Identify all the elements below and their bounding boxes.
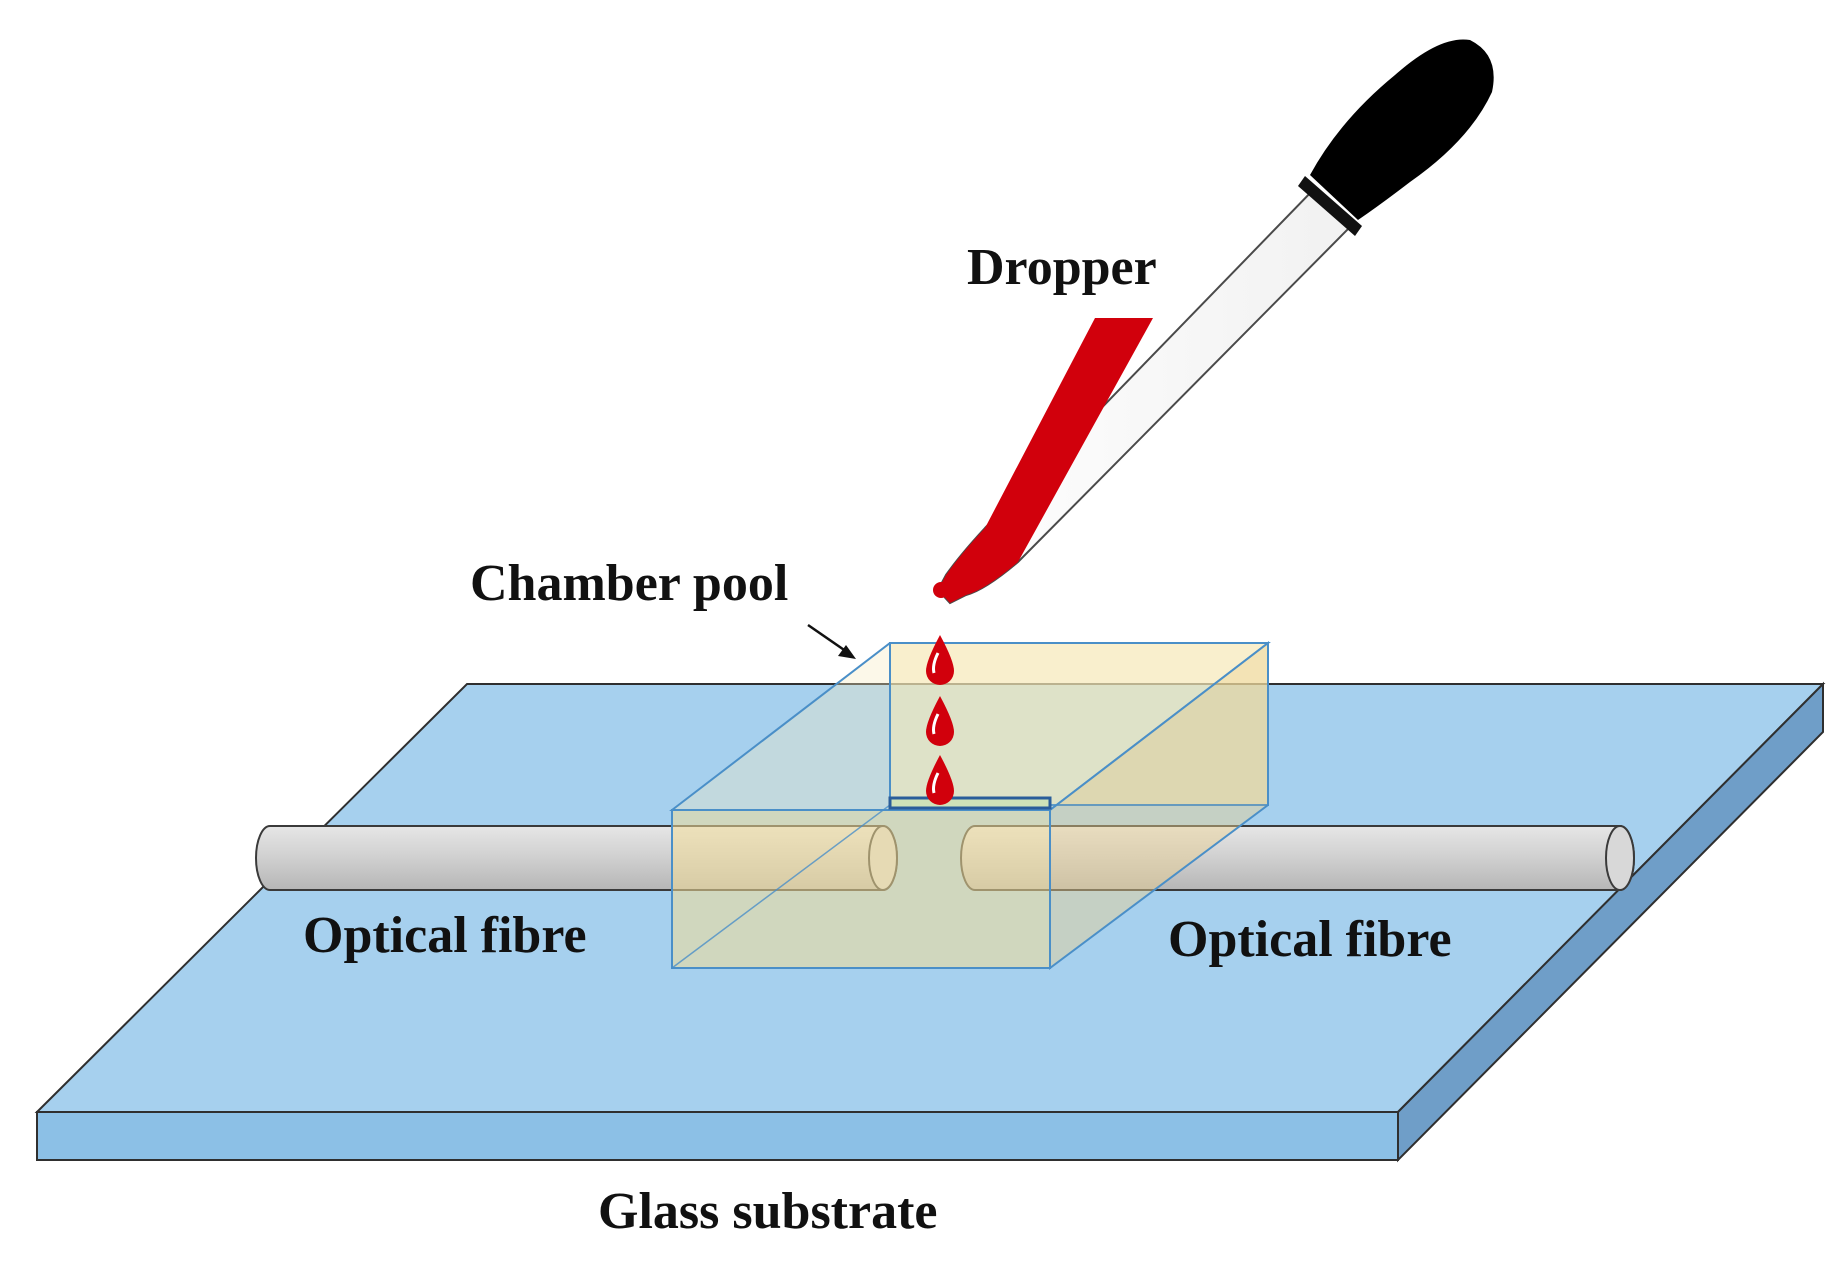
fibre-right-end [1605, 825, 1635, 891]
chamber-front-wall [671, 809, 1051, 969]
dropper-tip-drop [933, 582, 949, 598]
label-glass-substrate: Glass substrate [598, 1183, 937, 1240]
chamber-pool-back [669, 642, 1271, 811]
drop [926, 635, 954, 685]
dropper-liquid [938, 318, 1153, 603]
label-dropper: Dropper [967, 239, 1157, 296]
drop [926, 755, 954, 805]
dropper [933, 39, 1494, 605]
substrate-side-face [1397, 681, 1824, 1163]
substrate-front-face [36, 1111, 1399, 1161]
label-chamber-pool: Chamber pool [470, 555, 788, 612]
label-optical-fibre-right: Optical fibre [1168, 911, 1452, 968]
label-optical-fibre-left: Optical fibre [303, 907, 587, 964]
chamber-pool [671, 640, 1269, 970]
dropper-bulb [1310, 39, 1494, 220]
drop [926, 696, 954, 746]
dropper-collar [1298, 176, 1362, 236]
chamber-opening [888, 796, 1052, 810]
chamber-pool-arrow [807, 623, 856, 659]
liquid-drops [926, 635, 954, 805]
